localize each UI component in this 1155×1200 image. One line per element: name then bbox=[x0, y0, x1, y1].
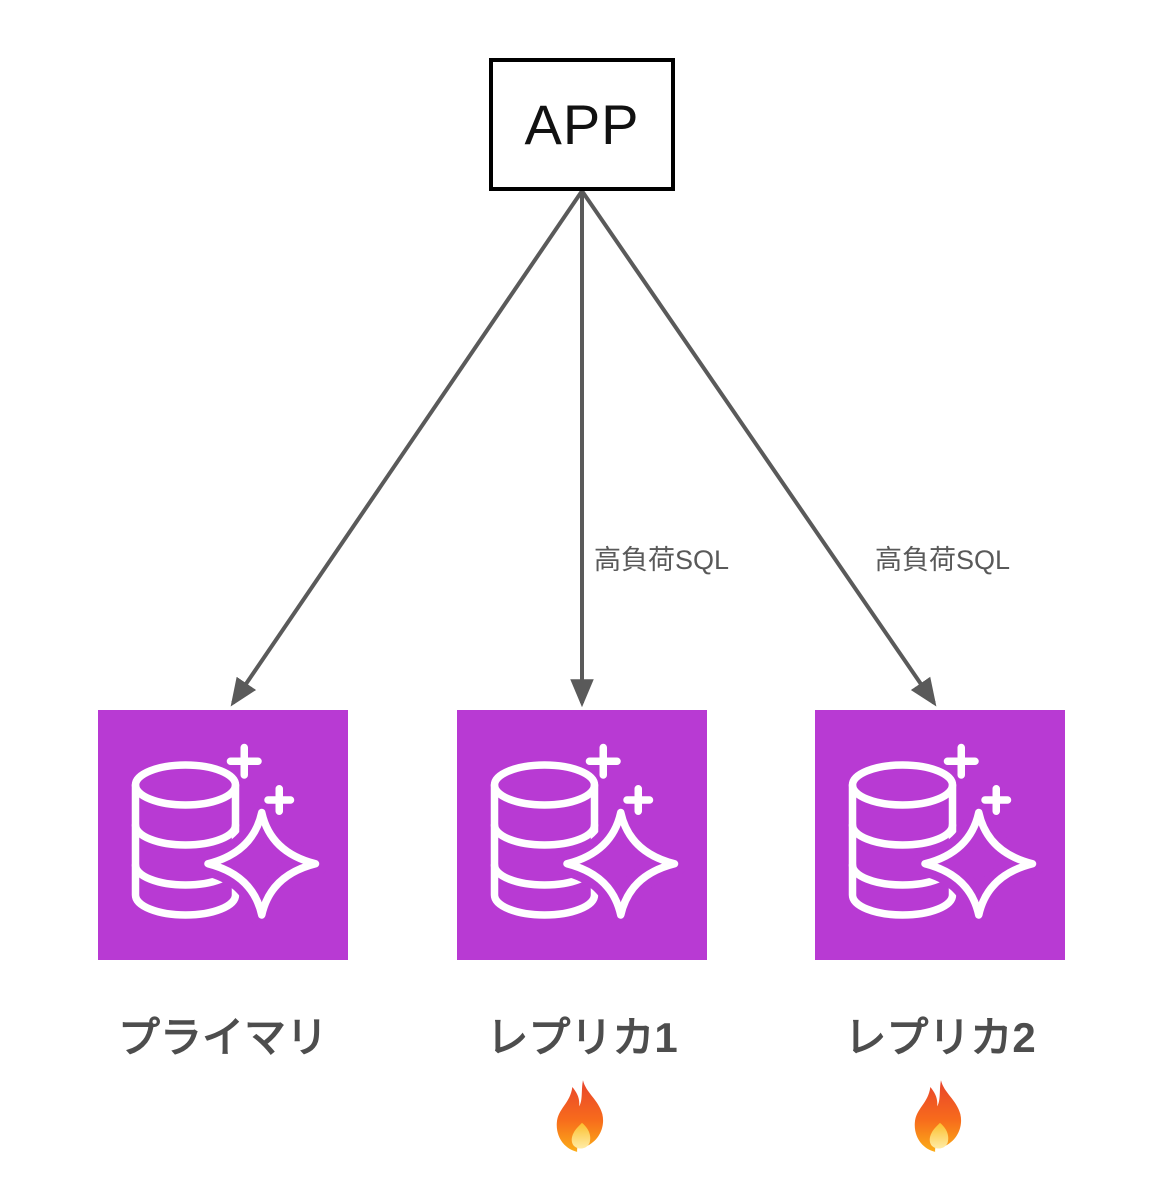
database-sparkle-icon bbox=[98, 710, 348, 960]
arrow-app-to-replica2 bbox=[580, 189, 937, 707]
fire-icon bbox=[914, 1080, 962, 1153]
node-primary: プライマリ bbox=[98, 710, 348, 1062]
node-label: レプリカ2 bbox=[844, 1014, 1036, 1061]
database-sparkle-icon bbox=[457, 710, 707, 960]
node-label: プライマリ bbox=[117, 1014, 328, 1061]
node-replica1: レプリカ1 bbox=[457, 710, 707, 1156]
node-label: レプリカ1 bbox=[486, 1014, 678, 1061]
node-replica2: レプリカ2 bbox=[815, 710, 1065, 1156]
edge-label-replica1: 高負荷SQL bbox=[594, 545, 730, 575]
edge-label-replica2: 高負荷SQL bbox=[875, 545, 1011, 575]
app-label: APP bbox=[524, 93, 640, 156]
app-node: APP bbox=[489, 58, 675, 191]
database-sparkle-icon bbox=[815, 710, 1065, 960]
arrow-app-to-primary bbox=[230, 189, 584, 707]
fire-icon bbox=[556, 1080, 604, 1153]
